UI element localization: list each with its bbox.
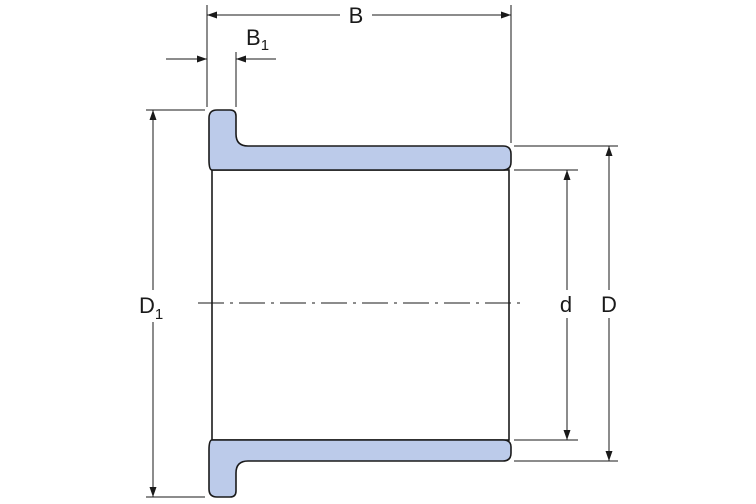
bore-outline (211, 169, 510, 441)
label-d1-main: D (139, 293, 155, 318)
bottom-wall-section (208, 439, 512, 498)
label-d1: D1 (139, 293, 163, 323)
label-b1-sub: 1 (261, 37, 269, 54)
label-d1-sub: 1 (155, 306, 163, 323)
top-wall-section (208, 109, 512, 171)
label-d-large: D (601, 292, 617, 317)
label-b1-main: B (246, 25, 261, 50)
label-b1: B1 (246, 25, 269, 54)
label-d-small: d (560, 292, 572, 317)
label-b: B (349, 3, 364, 28)
